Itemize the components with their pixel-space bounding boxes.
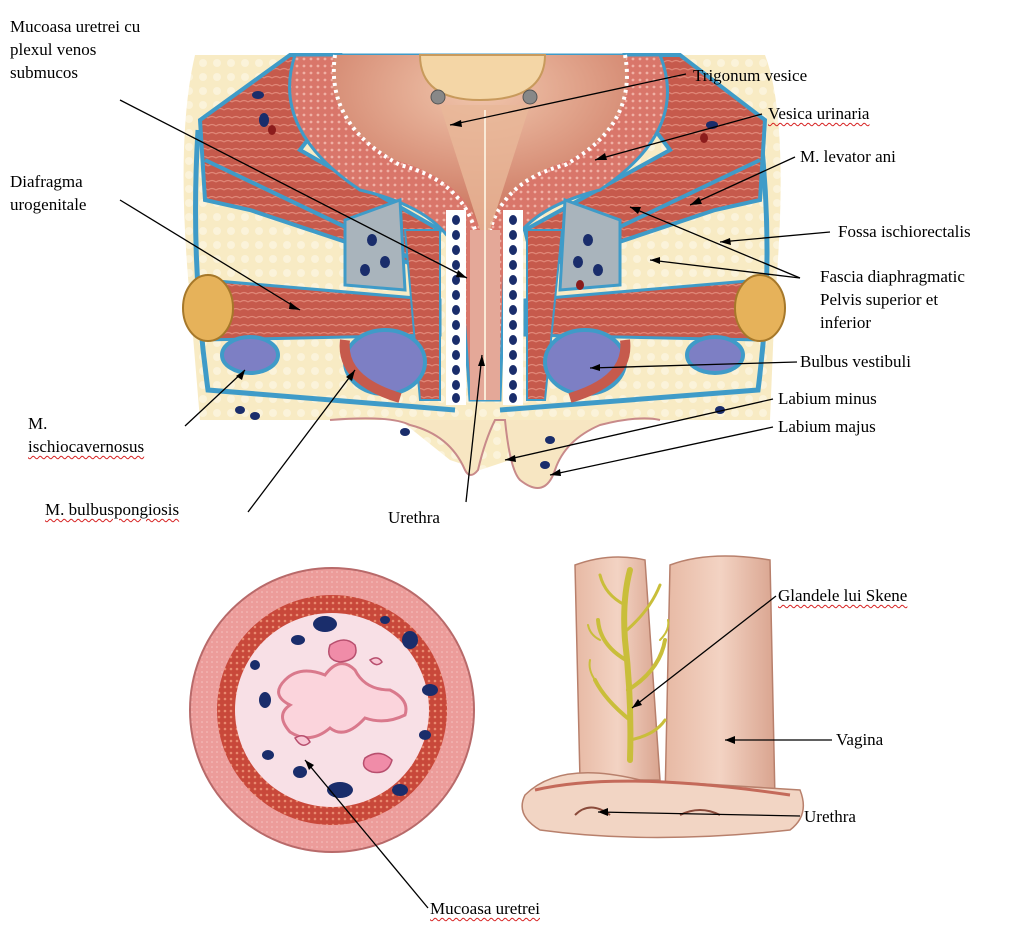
pelvic-floor-section: [183, 55, 785, 488]
label-fossa: Fossa ischiorectalis: [838, 220, 971, 243]
label-ischiocavernosus: M. ischiocavernosus: [28, 412, 144, 458]
label-line: M.: [28, 412, 144, 435]
label-line: submucos: [10, 61, 140, 84]
label-line: inferior: [820, 311, 965, 334]
bulbus-left: [345, 330, 425, 394]
label-line: Pelvis superior et: [820, 288, 965, 311]
label-text: Trigonum vesice: [693, 66, 807, 85]
label-urethra-bottom: Urethra: [804, 805, 856, 828]
skene-glands-section: [522, 556, 803, 838]
label-line: Fascia diaphragmatic: [820, 265, 965, 288]
label-glandele: Glandele lui Skene: [778, 584, 907, 607]
label-line: ischiocavernosus: [28, 435, 144, 458]
bulbus-right: [545, 330, 625, 394]
pubic-bone-left: [183, 275, 233, 341]
label-vesica: Vesica urinaria: [768, 102, 869, 125]
vagina-wall: [665, 556, 775, 800]
urethra-cross-section: [190, 568, 474, 852]
label-labium-majus: Labium majus: [778, 415, 876, 438]
label-labium-minus: Labium minus: [778, 387, 877, 410]
label-bulbuspongiosis: M. bulbuspongiosis: [45, 498, 179, 521]
label-mucoasa-uretrei: Mucoasa uretrei: [430, 897, 540, 920]
label-bulbus: Bulbus vestibuli: [800, 350, 911, 373]
ischiocav-left: [222, 337, 278, 373]
label-line: urogenitale: [10, 193, 86, 216]
label-levator: M. levator ani: [800, 145, 896, 168]
label-line: Mucoasa uretrei cu: [10, 15, 140, 38]
label-line: Diafragma: [10, 170, 86, 193]
label-fascia: Fascia diaphragmatic Pelvis superior et …: [820, 265, 965, 334]
label-mucoasa-plexul: Mucoasa uretrei cu plexul venos submucos: [10, 15, 140, 84]
label-diafragma: Diafragma urogenitale: [10, 170, 86, 216]
ischiocav-right: [687, 337, 743, 373]
label-vagina: Vagina: [836, 728, 883, 751]
label-trigonum: Trigonum vesice: [693, 64, 807, 87]
label-urethra-top: Urethra: [388, 506, 440, 529]
label-line: plexul venos: [10, 38, 140, 61]
pubic-bone-right: [735, 275, 785, 341]
